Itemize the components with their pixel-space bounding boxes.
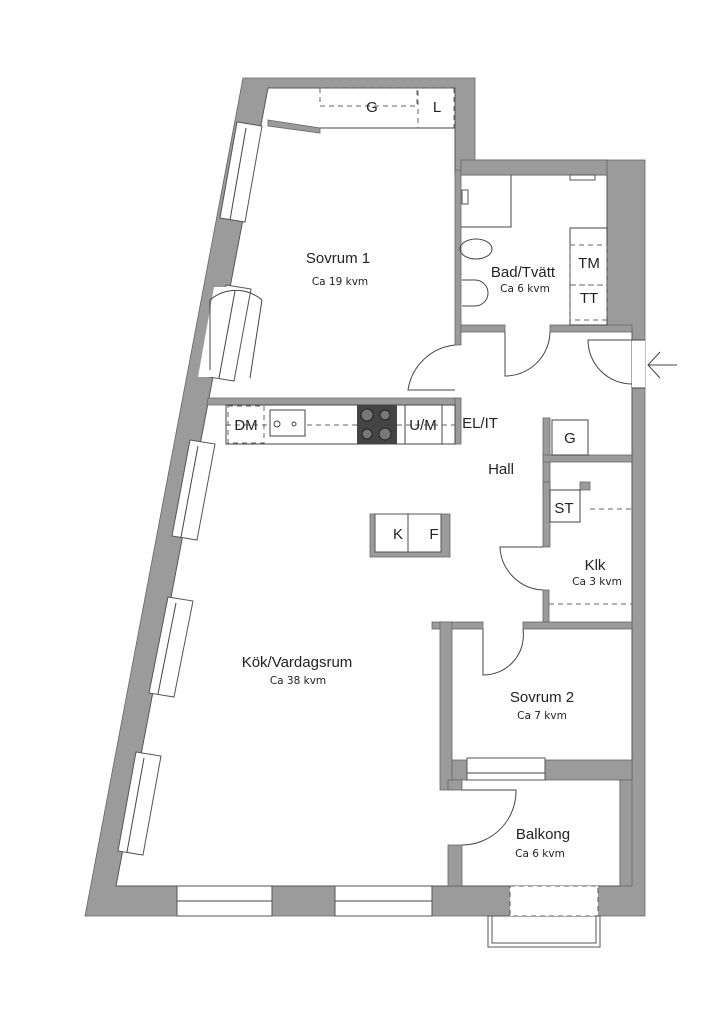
wall-balcony-right	[619, 779, 633, 887]
wall-klk-left-lower	[542, 589, 550, 623]
linen-closet-label: L	[433, 99, 441, 116]
balcony-railing	[487, 915, 601, 948]
wall-sovrum2-left	[439, 621, 453, 791]
sink-icon	[269, 409, 306, 437]
balcony-door-opening	[198, 287, 232, 377]
door-balcony[interactable]	[461, 789, 517, 846]
washer-dryer-area	[569, 227, 608, 326]
wall-bath-top	[460, 159, 608, 176]
sink-icon	[462, 279, 489, 307]
wall-hall-kitchen	[454, 397, 462, 445]
hall-closet	[551, 419, 589, 456]
entrance-opening	[632, 340, 645, 388]
wall-hall-closet-bottom	[542, 454, 633, 463]
closet-wall	[267, 119, 321, 134]
door-klk[interactable]	[499, 546, 544, 591]
island-f-label: F	[429, 526, 438, 543]
wall-balcony-top	[447, 779, 463, 791]
wall-hall-closet	[542, 417, 551, 491]
sovrum2-window	[466, 757, 546, 781]
bottom-windows	[176, 885, 599, 917]
washing-machine-label: TM	[578, 255, 600, 272]
bath-vent	[569, 174, 596, 181]
room-area-balkong: Ca 6 kvm	[515, 848, 565, 860]
room-area-klk: Ca 3 kvm	[572, 576, 622, 588]
wall-bath-bottom-2	[549, 324, 633, 333]
left-windows	[117, 121, 263, 856]
room-area-bad: Ca 6 kvm	[500, 283, 550, 295]
room-name-hall: Hall	[488, 461, 514, 478]
tumble-dryer-label: TT	[580, 290, 598, 307]
wall-sovrum1-bath	[454, 169, 462, 346]
fridge-freezer-label: U/M	[409, 417, 437, 434]
room-area-kok: Ca 38 kvm	[270, 675, 326, 687]
shower	[461, 175, 512, 228]
wall-st	[579, 481, 591, 491]
door-sovrum1[interactable]	[407, 344, 456, 391]
storage-label: ST	[554, 500, 573, 517]
room-name-balkong: Balkong	[516, 826, 570, 843]
wall-sovrum2-top-2	[522, 621, 633, 630]
french-door-sovrum1[interactable]	[209, 289, 263, 379]
room-name-sovrum2: Sovrum 2	[510, 689, 574, 706]
wall-klk-left	[542, 481, 551, 548]
room-name-bad: Bad/Tvätt	[491, 264, 556, 281]
wall-bath-bottom	[460, 324, 506, 333]
door-sovrum2[interactable]	[482, 628, 524, 676]
door-bath[interactable]	[504, 331, 551, 377]
hall-wardrobe-label: G	[564, 430, 576, 447]
dishwasher-label: DM	[234, 417, 257, 434]
entrance-door[interactable]	[587, 339, 633, 385]
wall-balcony-left	[447, 844, 463, 887]
arrow-left-icon	[647, 351, 677, 379]
wall-sovrum1-bottom	[206, 397, 456, 406]
room-name-kok: Kök/Vardagsrum	[242, 654, 353, 671]
wardrobe-label: G	[366, 99, 378, 116]
island-k-label: K	[393, 526, 403, 543]
wall-sovrum2-top	[431, 621, 484, 630]
storage-st	[549, 489, 581, 523]
room-area-sovrum2: Ca 7 kvm	[517, 710, 567, 722]
room-area-sovrum1: Ca 19 kvm	[312, 276, 368, 288]
electrical-it-label: EL/IT	[462, 415, 498, 432]
room-name-sovrum1: Sovrum 1	[306, 250, 370, 267]
room-name-klk: Klk	[585, 557, 606, 574]
shower-head-icon	[461, 189, 469, 205]
toilet-icon	[459, 238, 493, 260]
